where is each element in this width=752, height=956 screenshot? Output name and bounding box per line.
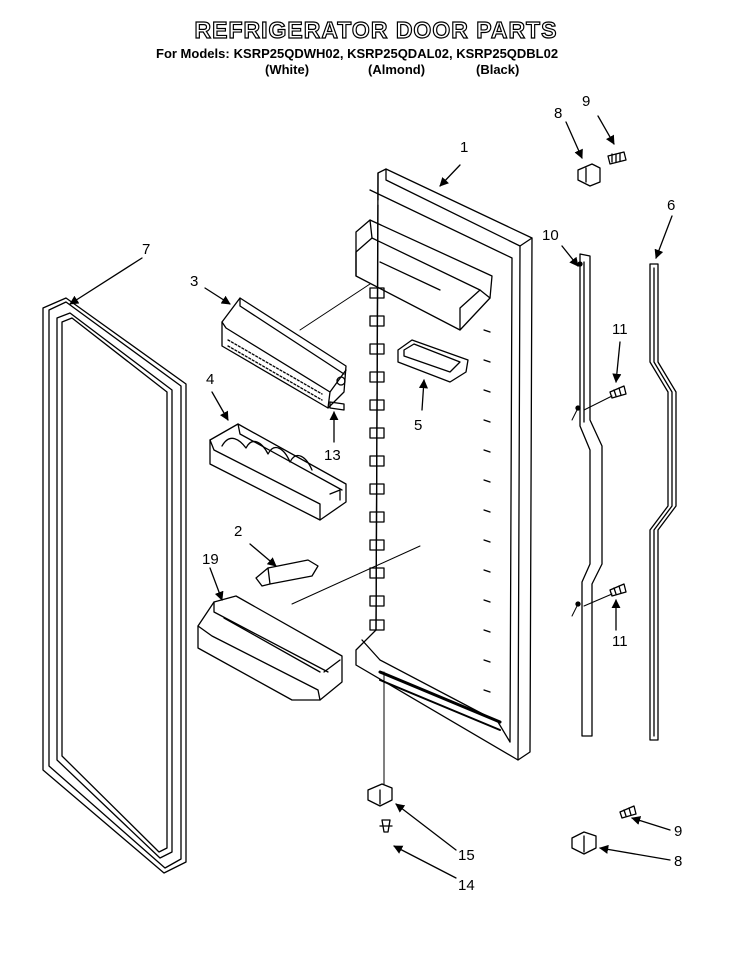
callout-labels: 1 2 3 4 5 6 7 8 9 10 11 11 13 14 15 19 9…	[142, 93, 682, 894]
color-almond: (Almond)	[368, 62, 426, 77]
door-shelf	[197, 595, 343, 701]
callout-handle-screw-upper: 11	[612, 321, 628, 338]
bottom-door-hinge	[367, 783, 393, 807]
callout-door-liner: 1	[460, 139, 468, 156]
callout-handle-screw-lower: 11	[612, 633, 628, 650]
callout-handle: 10	[542, 227, 559, 244]
door-liner	[355, 168, 533, 761]
shelf-retainers	[369, 287, 385, 631]
egg-bin	[209, 423, 347, 521]
models-line: For Models:KSRP25QDWH02, KSRP25QDAL02, K…	[156, 46, 558, 61]
hinge-pin-screw	[379, 819, 393, 833]
top-hinge	[577, 163, 601, 187]
dairy-door	[255, 559, 319, 587]
callout-utility-bin: 5	[414, 417, 422, 434]
callout-arrows	[69, 115, 673, 879]
callout-hinge-screw: 14	[458, 877, 475, 894]
model-almond: KSRP25QDAL02,	[347, 46, 453, 61]
callout-top-hinge: 8	[554, 105, 562, 122]
door-stop	[329, 401, 345, 411]
utility-bin	[397, 339, 469, 383]
assembly-lines	[291, 283, 613, 785]
bottom-right-hinge-screw	[619, 805, 637, 819]
page-title: REFRIGERATOR DOOR PARTS	[194, 16, 558, 43]
callout-bottom-hinge: 15	[458, 847, 475, 864]
model-black: KSRP25QDBL02	[456, 46, 559, 61]
liner-ribs	[483, 329, 491, 693]
trim-strip	[649, 263, 677, 741]
dairy-center	[221, 297, 347, 409]
bottom-right-hinge	[571, 831, 597, 855]
callout-top-screw: 9	[582, 93, 590, 110]
callout-door-stop: 13	[324, 447, 341, 464]
callout-egg-bin: 4	[206, 371, 214, 388]
model-white: KSRP25QDWH02,	[233, 46, 344, 61]
callout-trim-strip: 6	[667, 197, 675, 214]
door-handle	[575, 253, 603, 737]
callout-door-gasket: 7	[142, 241, 150, 258]
callout-bottom-right-hinge: 8	[674, 853, 682, 870]
color-black: (Black)	[476, 62, 520, 77]
door-gasket	[42, 297, 187, 874]
callout-dairy-door: 2	[234, 523, 242, 540]
color-white: (White)	[265, 62, 310, 77]
models-prefix: For Models:	[156, 46, 230, 61]
callout-bottom-screw: 9	[674, 823, 682, 840]
top-hinge-screw	[607, 151, 627, 165]
callout-dairy-center: 3	[190, 273, 198, 290]
callout-door-shelf: 19	[202, 551, 219, 568]
